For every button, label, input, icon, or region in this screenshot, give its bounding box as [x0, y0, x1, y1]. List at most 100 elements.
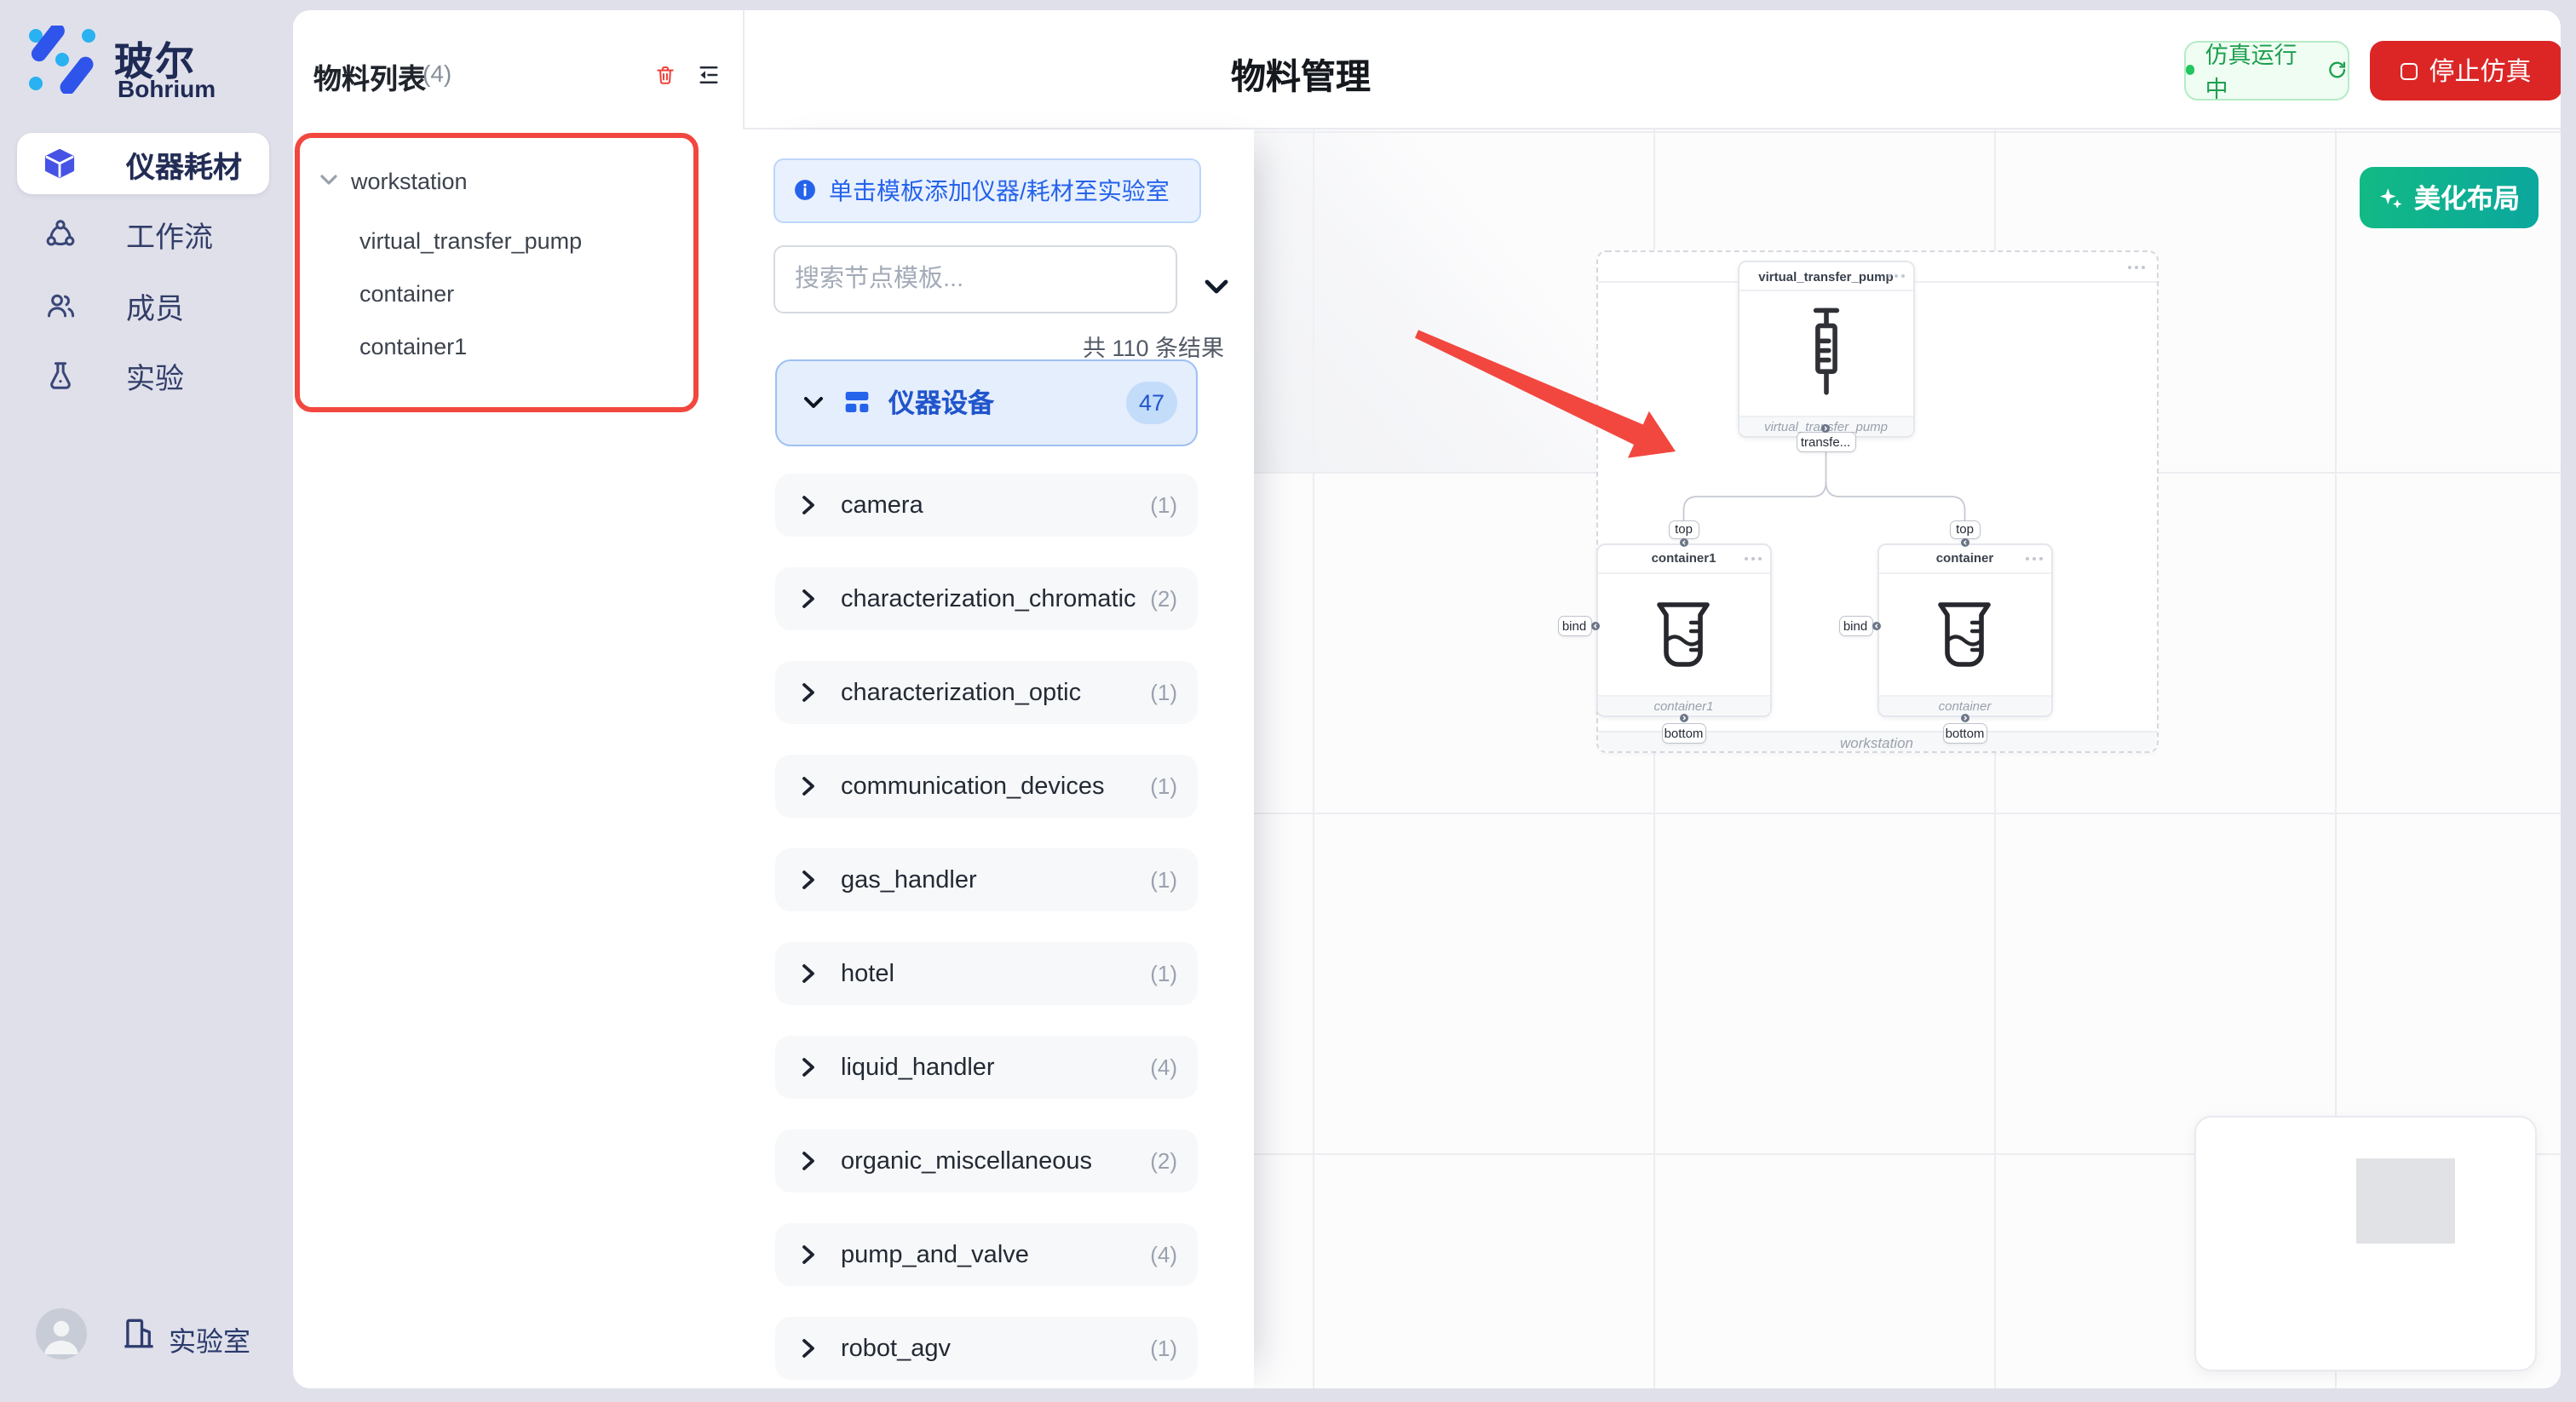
more-icon[interactable] — [1745, 556, 1762, 560]
port-bottom-icon[interactable] — [1679, 713, 1688, 721]
tree-node-child[interactable]: virtual_transfer_pump — [359, 228, 583, 254]
brand-subname: Bohrium — [118, 75, 216, 102]
category-row[interactable]: liquid_handler (4) — [774, 1036, 1198, 1099]
annotation-red-box — [295, 132, 699, 411]
node-title: virtual_transfer_pump — [1758, 268, 1894, 284]
hint-text: 单击模板添加仪器/耗材至实验室 — [829, 176, 1170, 204]
tree-node-workstation[interactable]: workstation — [351, 169, 468, 194]
section-badge: 47 — [1126, 381, 1177, 424]
workflow-icon — [43, 217, 77, 251]
result-count: 共 110 条结果 — [1082, 335, 1224, 360]
minimap[interactable] — [2194, 1115, 2537, 1371]
search-input[interactable] — [773, 244, 1176, 313]
beautify-label: 美化布局 — [2413, 186, 2520, 215]
content-card: 物料列表 (4) workstation virtual_transfer_pu… — [293, 10, 2560, 1388]
port-label-transfer: transfe... — [1797, 433, 1854, 451]
category-row[interactable]: pump_and_valve (4) — [774, 1223, 1198, 1286]
chevron-right-icon — [802, 871, 814, 889]
category-row[interactable]: communication_devices (1) — [774, 755, 1198, 818]
tree-node-child[interactable]: container — [359, 281, 455, 307]
annotation-arrow — [1415, 330, 1676, 458]
port-label-top: top — [1951, 520, 1979, 538]
sidebar-item-label: 工作流 — [126, 221, 213, 254]
beautify-layout-button[interactable]: 美化布局 — [2360, 167, 2539, 228]
chevron-down-icon[interactable] — [1204, 279, 1228, 295]
sidebar: 玻尔 Bohrium 仪器耗材 工作流 — [0, 0, 293, 1402]
beaker-icon — [1938, 601, 1992, 666]
tree-node-child[interactable]: container1 — [359, 334, 468, 359]
hint-banner: 单击模板添加仪器/耗材至实验室 — [773, 158, 1200, 223]
section-instruments[interactable]: 仪器设备 47 — [774, 359, 1198, 445]
sidebar-item-label: 成员 — [126, 292, 184, 325]
category-row[interactable]: organic_miscellaneous (2) — [774, 1129, 1198, 1192]
chevron-right-icon — [802, 1152, 814, 1170]
category-count: (4) — [1150, 1242, 1177, 1267]
more-icon[interactable] — [1887, 274, 1904, 278]
avatar[interactable] — [36, 1308, 87, 1359]
port-bind-icon[interactable] — [1872, 622, 1881, 630]
materials-title: 物料列表 — [313, 65, 426, 95]
main-header: 物料管理 仿真运行中 停止仿真 下载配置 — [742, 10, 2560, 129]
sidebar-item-members[interactable]: 成员 — [17, 274, 269, 336]
category-count: (2) — [1150, 1148, 1177, 1174]
node-container[interactable]: container container — [1877, 543, 2053, 717]
template-panel: 单击模板添加仪器/耗材至实验室 共 110 条结果 仪器设备 47 camera… — [742, 129, 1254, 1388]
more-icon[interactable] — [2127, 265, 2144, 268]
category-name: hotel — [841, 960, 894, 987]
category-name: camera — [841, 491, 923, 519]
brand-name: 玻尔 — [114, 39, 196, 83]
stop-simulation-button[interactable]: 停止仿真 — [2370, 41, 2560, 101]
category-count: (1) — [1150, 961, 1177, 986]
port-top-icon[interactable] — [1679, 538, 1688, 547]
refresh-icon — [2328, 62, 2345, 78]
category-count: (4) — [1150, 1054, 1177, 1080]
delete-icon[interactable] — [654, 63, 676, 87]
minimap-viewport[interactable] — [2356, 1158, 2455, 1243]
cube-icon — [43, 147, 77, 181]
flow-canvas[interactable]: workstation virtual_transfer_pump virtua… — [1254, 129, 2560, 1388]
sparkles-icon — [2379, 187, 2402, 208]
category-row[interactable]: hotel (1) — [774, 942, 1198, 1005]
sidebar-item-experiments[interactable]: 实验 — [17, 345, 269, 406]
chevron-down-icon — [803, 396, 822, 408]
category-row[interactable]: gas_handler (1) — [774, 848, 1198, 911]
category-row[interactable]: robot_agv (1) — [774, 1317, 1198, 1380]
sidebar-item-workflow[interactable]: 工作流 — [17, 204, 269, 265]
port-out-icon[interactable] — [1821, 424, 1831, 433]
sidebar-item-label: 实验 — [126, 363, 184, 395]
port-label-bottom: bottom — [1944, 723, 1986, 742]
menu-fold-icon[interactable] — [697, 63, 721, 87]
port-bind-icon[interactable] — [1591, 622, 1600, 630]
node-title: container1 — [1651, 550, 1716, 566]
stop-label: 停止仿真 — [2429, 58, 2532, 87]
node-container1[interactable]: container1 container1 — [1596, 543, 1772, 717]
lab-label[interactable]: 实验室 — [169, 1329, 251, 1358]
simulation-status-badge: 仿真运行中 — [2183, 41, 2349, 103]
category-name: gas_handler — [841, 866, 977, 893]
canvas-shading — [1254, 129, 1596, 472]
category-row[interactable]: characterization_chromatic (2) — [774, 567, 1198, 630]
sidebar-item-instruments[interactable]: 仪器耗材 — [17, 133, 269, 194]
chevron-right-icon — [802, 964, 814, 983]
lab-building-icon — [124, 1319, 153, 1348]
chevron-down-icon[interactable] — [320, 174, 337, 186]
info-icon — [794, 180, 814, 201]
category-name: characterization_chromatic — [841, 585, 1136, 612]
sidebar-footer: 实验室 — [0, 1295, 293, 1373]
node-virtual-transfer-pump[interactable]: virtual_transfer_pump virtual_transfer_p… — [1738, 261, 1914, 437]
sidebar-item-label: 仪器耗材 — [126, 151, 242, 183]
more-icon[interactable] — [2026, 556, 2043, 560]
category-name: robot_agv — [841, 1335, 951, 1362]
port-bottom-icon[interactable] — [1960, 713, 1969, 721]
category-row[interactable]: camera (1) — [774, 474, 1198, 537]
category-row[interactable]: characterization_optic (1) — [774, 661, 1198, 724]
stop-icon — [2400, 62, 2418, 79]
port-top-icon[interactable] — [1960, 538, 1969, 547]
port-label-bind: bind — [1558, 616, 1590, 635]
syringe-icon — [1813, 307, 1839, 394]
category-name: organic_miscellaneous — [841, 1147, 1092, 1175]
page-title: 物料管理 — [1231, 58, 1371, 97]
port-label-top: top — [1670, 520, 1698, 538]
node-footer-label: container — [1878, 695, 2051, 715]
category-count: (1) — [1150, 773, 1177, 799]
